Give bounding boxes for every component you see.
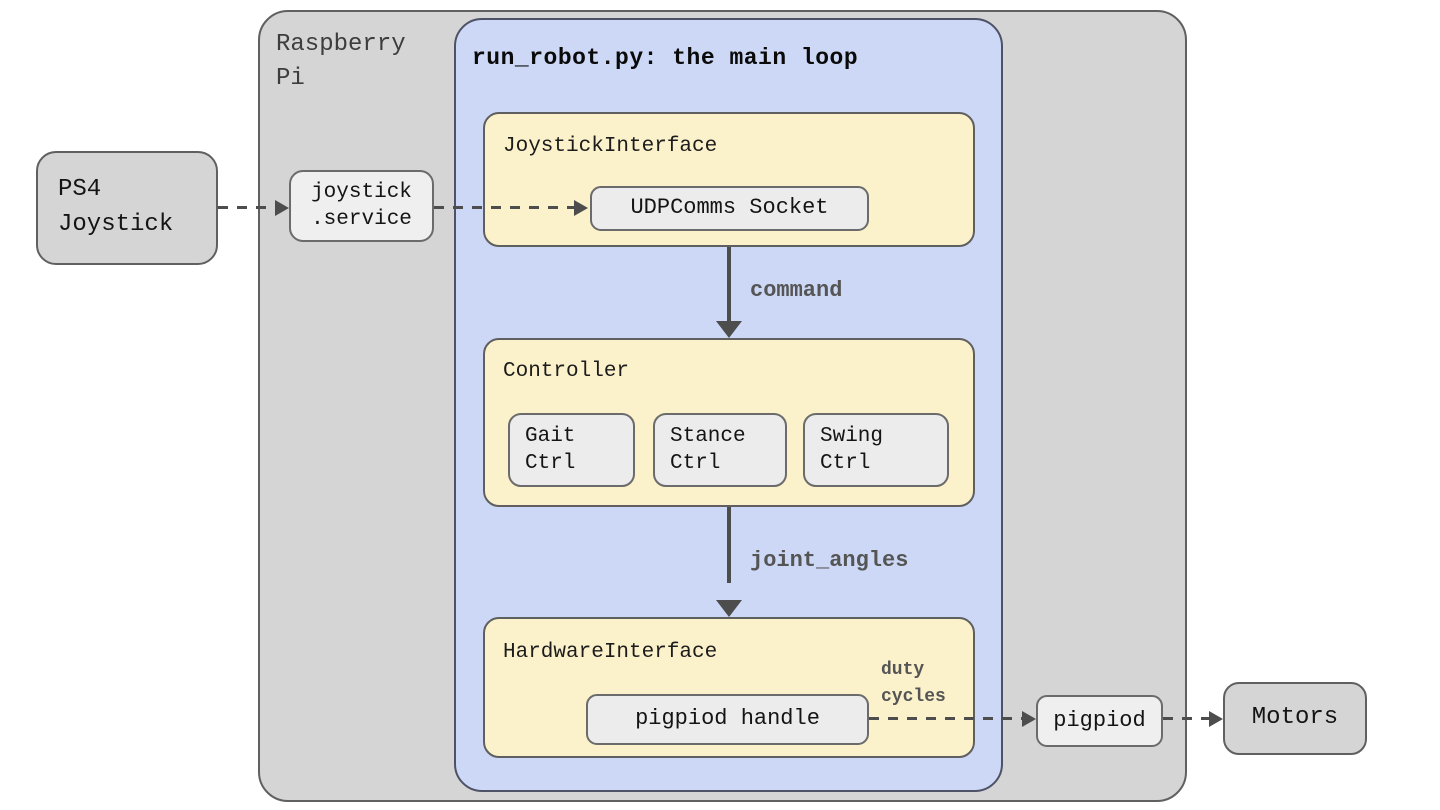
dashed-line [869,717,1022,720]
ps4-joystick-box: PS4 Joystick [36,151,218,265]
stance-ctrl-box: Stance Ctrl [653,413,787,487]
arrowhead-right-icon [574,200,588,216]
hardware-interface-title: HardwareInterface [503,641,718,664]
pigpiod-box: pigpiod [1036,695,1163,747]
arrowhead-down-icon [716,600,742,617]
arrowhead-right-icon [275,200,289,216]
dashed-line [1163,717,1209,720]
main-loop-title: run_robot.py: the main loop [472,45,859,71]
swing-ctrl-box: Swing Ctrl [803,413,949,487]
joystick-interface-title: JoystickInterface [503,135,718,158]
command-label: command [750,278,843,303]
controller-title: Controller [503,360,630,383]
udpcomms-socket-box: UDPComms Socket [590,186,869,231]
solid-line [727,507,731,583]
joint-angles-label: joint_angles [750,548,909,573]
solid-line [727,247,731,322]
arrowhead-down-icon [716,321,742,338]
pigpiod-handle-box: pigpiod handle [586,694,869,745]
arrowhead-right-icon [1022,711,1036,727]
joystick-service-box: joystick .service [289,170,434,242]
joystick-interface-box [483,112,975,247]
duty-cycles-label: duty cycles [881,660,946,707]
arrowhead-right-icon [1209,711,1223,727]
raspberry-pi-label: Raspberry Pi [276,31,406,92]
dashed-line [434,206,574,209]
dashed-line [218,206,275,209]
motors-box: Motors [1223,682,1367,755]
gait-ctrl-box: Gait Ctrl [508,413,635,487]
